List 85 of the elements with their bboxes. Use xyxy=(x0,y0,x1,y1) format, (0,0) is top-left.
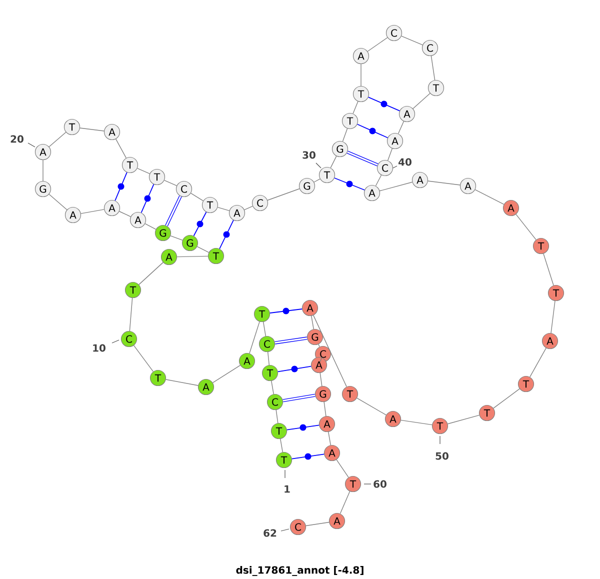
backbone-line xyxy=(129,298,133,332)
backbone-line xyxy=(324,402,326,416)
caption: dsi_17861_annot [-4.8] xyxy=(236,566,364,576)
backbone-line xyxy=(244,206,253,210)
backbone-line xyxy=(516,214,536,240)
backbone-line xyxy=(412,93,430,109)
backbone-line xyxy=(400,420,432,426)
backbone-line xyxy=(267,188,300,201)
base-pair-line xyxy=(270,308,302,314)
base-pair-line xyxy=(193,212,207,236)
base-pair-line xyxy=(334,178,365,190)
backbone-line xyxy=(267,352,270,366)
backbone-line xyxy=(42,160,44,182)
backbone-line xyxy=(311,316,314,330)
backbone-line xyxy=(166,379,198,386)
position-number: 50 xyxy=(436,452,448,460)
backbone-line xyxy=(328,432,331,446)
backbone-line xyxy=(249,321,260,354)
backbone-line xyxy=(80,128,104,132)
backbone-line xyxy=(398,121,404,134)
position-number: 40 xyxy=(398,158,412,166)
backbone-line xyxy=(330,156,337,168)
position-number: 30 xyxy=(302,151,316,159)
backbone-line xyxy=(190,192,204,202)
position-number: 1 xyxy=(284,485,290,493)
backbone-line xyxy=(530,348,546,378)
backbone-line xyxy=(356,398,386,416)
backbone-line xyxy=(447,414,480,424)
position-number: 20 xyxy=(10,135,24,143)
backbone-line xyxy=(430,56,436,80)
backbone-line xyxy=(474,189,504,205)
base-pair-line xyxy=(292,453,324,460)
base-pair-line xyxy=(219,220,234,250)
base-pair-line xyxy=(356,124,388,138)
backbone-line xyxy=(367,37,388,52)
base-pair-line xyxy=(368,96,400,112)
backbone-line xyxy=(116,138,126,158)
backbone-line xyxy=(336,459,349,478)
backbone-line xyxy=(550,300,556,334)
backbone-line xyxy=(280,438,283,452)
backbone-line xyxy=(306,522,330,526)
backbone-line xyxy=(428,180,460,186)
backbone-line xyxy=(493,388,520,409)
base-pair-line xyxy=(278,366,312,372)
backbone-line xyxy=(320,357,322,362)
backbone-line xyxy=(137,168,150,174)
backbone-line xyxy=(342,128,348,142)
backbone-line xyxy=(176,256,208,258)
backbone-line xyxy=(387,148,393,161)
backbone-line xyxy=(401,36,423,46)
backbone-line xyxy=(80,209,104,214)
backbone-line xyxy=(314,178,320,182)
backbone-line xyxy=(144,223,156,230)
backbone-line xyxy=(276,410,278,424)
base-pair-line xyxy=(274,336,308,344)
backbone-line xyxy=(217,206,230,212)
backbone-line xyxy=(138,262,164,285)
backbone-line xyxy=(313,314,347,388)
backbone-line xyxy=(262,322,266,336)
backbone-line xyxy=(360,64,362,86)
base-pair-line xyxy=(140,184,154,214)
base-pair-line xyxy=(346,150,378,166)
backbone-line xyxy=(340,491,350,514)
position-number: 10 xyxy=(93,344,106,352)
backbone-line xyxy=(164,180,177,186)
backbone-line xyxy=(543,253,554,286)
position-number: 60 xyxy=(374,480,386,488)
base-pair-line xyxy=(114,172,128,202)
base-pair-line xyxy=(282,394,316,402)
backbone-line xyxy=(212,364,241,384)
backbone-line xyxy=(170,235,183,241)
base-pair-line xyxy=(165,196,182,226)
base-pair-line xyxy=(286,424,320,431)
backbone-line xyxy=(196,246,210,253)
backbone-line xyxy=(352,101,358,114)
backbone-line xyxy=(48,194,68,210)
backbone-line xyxy=(318,344,320,348)
position-number: 62 xyxy=(264,529,276,537)
backbone-line xyxy=(48,132,66,148)
backbone-line xyxy=(133,345,154,372)
backbone-line xyxy=(320,372,322,386)
backbone-line xyxy=(118,211,132,217)
backbone-line xyxy=(271,380,274,394)
backbone-line xyxy=(379,182,413,192)
backbone-line xyxy=(375,174,382,186)
